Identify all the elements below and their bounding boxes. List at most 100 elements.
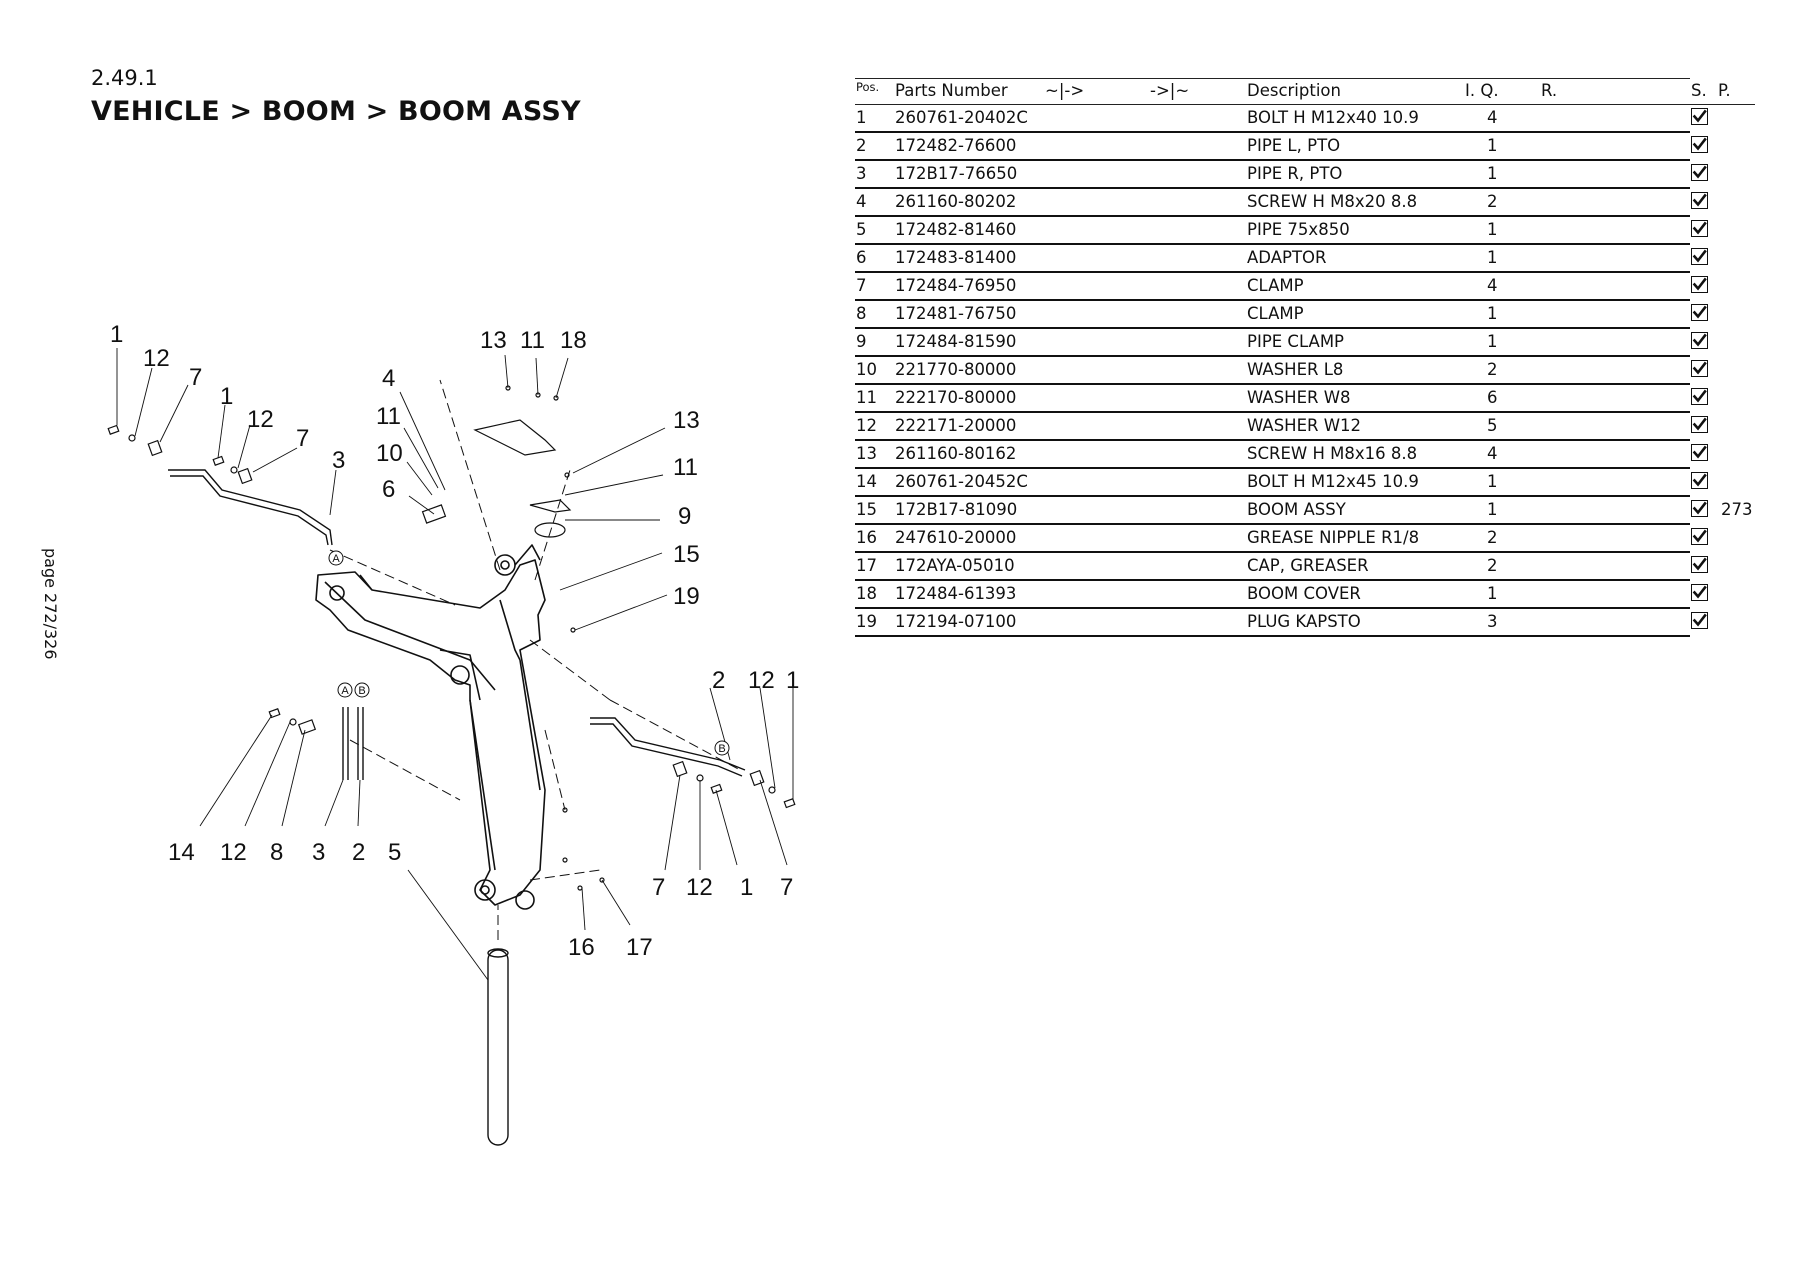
checkmark-icon [1692, 137, 1707, 151]
row-description: ADAPTOR [1247, 248, 1327, 267]
row-pos: 12 [856, 416, 877, 435]
spare-part-checkbox[interactable] [1691, 584, 1708, 601]
row-page-link[interactable]: 273 [1721, 500, 1753, 519]
callout-label: 3 [332, 447, 345, 474]
callout-label: 12 [686, 874, 713, 901]
spare-part-checkbox[interactable] [1691, 276, 1708, 293]
row-quantity: 2 [1487, 360, 1498, 379]
callout-label: 9 [678, 503, 691, 530]
spare-part-checkbox[interactable] [1691, 220, 1708, 237]
row-part-number: 172482-76600 [895, 136, 1017, 155]
row-description: PIPE L, PTO [1247, 136, 1341, 155]
row-part-number: 172482-81460 [895, 220, 1017, 239]
spare-part-checkbox[interactable] [1691, 248, 1708, 265]
svg-text:B: B [358, 685, 365, 697]
row-quantity: 1 [1487, 584, 1498, 603]
row-pos: 10 [856, 360, 877, 379]
parts-table: Pos. Parts Number ~|-> ->|~ Description … [855, 78, 1755, 637]
callout-label: 16 [568, 934, 595, 961]
callout-label: 2 [712, 667, 725, 694]
spare-part-checkbox[interactable] [1691, 304, 1708, 321]
row-pos: 2 [856, 136, 867, 155]
header-r: R. [1541, 81, 1558, 100]
leader-lines [116, 348, 794, 981]
row-description: CLAMP [1247, 276, 1304, 295]
row-pos: 5 [856, 220, 867, 239]
callout-label: 15 [673, 541, 700, 568]
callout-label: 19 [673, 583, 700, 610]
callout-label: 1 [110, 321, 123, 348]
spare-part-checkbox[interactable] [1691, 136, 1708, 153]
row-pos: 1 [856, 108, 867, 127]
spare-part-checkbox[interactable] [1691, 444, 1708, 461]
header-parts-number: Parts Number [895, 81, 1008, 100]
row-part-number: 222171-20000 [895, 416, 1017, 435]
row-description: PIPE R, PTO [1247, 164, 1343, 183]
spare-part-checkbox[interactable] [1691, 360, 1708, 377]
row-description: WASHER W8 [1247, 388, 1351, 407]
checkmark-icon [1692, 361, 1707, 375]
parts-table-header: Pos. Parts Number ~|-> ->|~ Description … [855, 78, 1755, 105]
row-quantity: 1 [1487, 248, 1498, 267]
callout-label: 11 [376, 403, 401, 430]
checkmark-icon [1692, 193, 1707, 207]
spare-part-checkbox[interactable] [1691, 332, 1708, 349]
header-iq: I. Q. [1465, 81, 1499, 100]
row-part-number: 222170-80000 [895, 388, 1017, 407]
row-part-number: 260761-20452C [895, 472, 1028, 491]
callout-label: 7 [189, 364, 202, 391]
spare-part-checkbox[interactable] [1691, 472, 1708, 489]
callout-label: 12 [247, 406, 274, 433]
checkmark-icon [1692, 445, 1707, 459]
spare-part-checkbox[interactable] [1691, 528, 1708, 545]
spare-part-checkbox[interactable] [1691, 164, 1708, 181]
callout-label: 6 [382, 476, 395, 503]
row-quantity: 1 [1487, 136, 1498, 155]
row-part-number: 172B17-81090 [895, 500, 1018, 519]
spare-part-checkbox[interactable] [1691, 416, 1708, 433]
row-part-number: 247610-20000 [895, 528, 1017, 547]
exploded-parts-diagram: A A B B 1 12 7 1 12 7 3 4 11 10 6 13 11 … [107, 321, 799, 1146]
svg-text:A: A [341, 685, 349, 697]
spare-part-checkbox[interactable] [1691, 388, 1708, 405]
row-pos: 8 [856, 304, 867, 323]
spare-part-checkbox[interactable] [1691, 192, 1708, 209]
boom-body [315, 544, 546, 910]
checkmark-icon [1692, 557, 1707, 571]
row-pos: 9 [856, 332, 867, 351]
row-quantity: 1 [1487, 472, 1498, 491]
checkmark-icon [1692, 529, 1707, 543]
row-part-number: 261160-80202 [895, 192, 1017, 211]
row-description: PLUG KAPSTO [1247, 612, 1361, 631]
row-quantity: 5 [1487, 416, 1498, 435]
row-description: BOLT H M12x40 10.9 [1247, 108, 1419, 127]
row-part-number: 172481-76750 [895, 304, 1017, 323]
row-part-number: 172194-07100 [895, 612, 1017, 631]
callout-label: 7 [652, 874, 665, 901]
hardware-parts [107, 385, 796, 891]
callout-label: 14 [168, 839, 195, 866]
spare-part-checkbox[interactable] [1691, 556, 1708, 573]
header-description: Description [1247, 81, 1341, 100]
callout-label: 17 [626, 934, 653, 961]
callout-labels: 1 12 7 1 12 7 3 4 11 10 6 13 11 18 13 11… [110, 321, 799, 961]
row-part-number: 172B17-76650 [895, 164, 1018, 183]
row-part-number: 172483-81400 [895, 248, 1017, 267]
spare-part-checkbox[interactable] [1691, 500, 1708, 517]
row-pos: 7 [856, 276, 867, 295]
spare-part-checkbox[interactable] [1691, 108, 1708, 125]
row-part-number: 172AYA-05010 [895, 556, 1015, 575]
row-part-number: 172484-76950 [895, 276, 1017, 295]
callout-label: 3 [312, 839, 325, 866]
checkmark-icon [1692, 305, 1707, 319]
checkmark-icon [1692, 613, 1707, 627]
section-number: 2.49.1 [91, 66, 158, 90]
spare-part-checkbox[interactable] [1691, 612, 1708, 629]
